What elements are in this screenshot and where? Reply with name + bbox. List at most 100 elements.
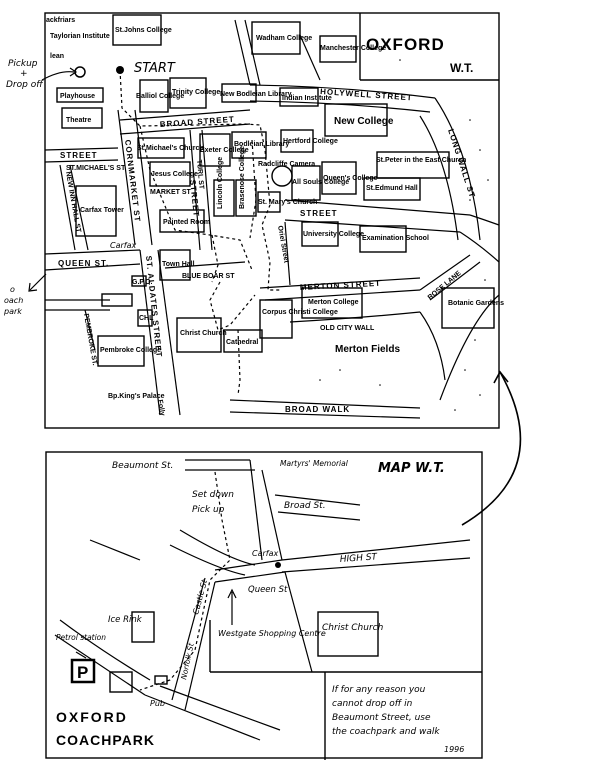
connector-arrow-icon <box>461 371 522 526</box>
buildings <box>56 14 495 367</box>
label-playhouse: Playhouse <box>60 93 95 100</box>
map-subtitle: W.T. <box>450 61 473 75</box>
label-st-edmund: St.Edmund Hall <box>366 185 418 192</box>
label-st-marys: St. Mary's Church <box>258 199 317 206</box>
street-turl: TURL ST <box>195 160 205 191</box>
label-manchester: Manchester College <box>320 45 386 52</box>
lower-broad: Broad St. <box>284 501 326 511</box>
label-exam-school: Examination School <box>362 235 429 242</box>
petrol-pointer <box>75 651 87 659</box>
lower-set-down: Set down <box>192 490 234 500</box>
label-cathedral: Cathedral <box>226 339 258 346</box>
note-year: 1996 <box>444 745 464 754</box>
lower-westgate: Westgate Shopping Centre <box>218 629 326 638</box>
note-plus: + <box>20 69 28 79</box>
label-exeter: Exeter College <box>200 147 249 154</box>
street-st-michaels: ST.MICHAEL'S ST <box>66 165 126 172</box>
start-label: START <box>134 61 176 76</box>
label-corpus: Corpus Christi College <box>262 309 338 316</box>
label-chl: CHL <box>139 315 154 322</box>
lower-high: HIGH ST <box>340 552 379 565</box>
label-blackfriars: ackfriars <box>46 17 75 24</box>
label-pembroke: Pembroke College <box>100 347 161 354</box>
ice-rink-block <box>131 611 155 643</box>
lower-coachpark-1: OXFORD <box>56 709 128 725</box>
lower-map-title: MAP W.T. <box>378 461 445 476</box>
label-wadham: Wadham College <box>256 35 312 42</box>
street-old-city-wall: OLD CITY WALL <box>320 325 375 332</box>
note-coach: oach <box>4 296 23 305</box>
lower-ice-rink: Ice Rink <box>108 615 143 625</box>
street-holywell: HOLYWELL STREET <box>320 87 413 102</box>
label-balliol: Balliol College <box>136 93 184 100</box>
drop-off-note: If for any reason you cannot drop off in… <box>332 685 464 754</box>
lower-labels: Beaumont St. Martyrs' Memorial Broad St.… <box>56 459 384 748</box>
label-carfax-tower: Carfax Tower <box>80 207 124 214</box>
street-market: MARKET ST <box>150 189 192 196</box>
label-merton-fields: Merton Fields <box>335 344 400 355</box>
note-line-1: If for any reason you <box>332 685 426 695</box>
start-point-icon <box>116 66 124 74</box>
map-title: OXFORD <box>366 35 445 54</box>
street-left: STREET <box>60 151 98 160</box>
label-bodleian-new: New Bodleian Library <box>220 91 292 98</box>
coachpark-block <box>109 671 133 693</box>
note-line-4: the coachpark and walk <box>332 727 440 737</box>
label-queens: Queen's College <box>323 175 378 182</box>
lower-christ-church: Christ Church <box>322 623 384 633</box>
pub-block <box>154 675 168 685</box>
label-university: University College <box>303 231 364 238</box>
street-castle: STREET <box>188 179 201 217</box>
street-pembroke: PEMBROKE ST. <box>82 313 98 366</box>
title-box: OXFORD W.T. <box>359 13 499 81</box>
label-st-michaels-church: St.Michael's Church <box>137 145 204 152</box>
note-pickup: Pickup <box>8 59 38 69</box>
label-all-souls: All Souls College <box>292 179 349 186</box>
lower-roads <box>54 459 471 741</box>
label-bp-kings: Bp.King's Palace <box>108 393 165 400</box>
label-gpo: G.P.O. <box>132 279 153 286</box>
street-blue-boar: BLUE BOAR ST <box>182 273 235 280</box>
lower-map-frame <box>45 451 483 759</box>
street-high: STREET <box>300 209 338 218</box>
label-brasenose: Brasenose College <box>239 146 246 209</box>
parking-icon: P <box>77 663 88 682</box>
note-line-2: cannot drop off in <box>332 699 413 709</box>
lower-map: MAP W.T. <box>45 451 483 760</box>
label-lincoln: Lincoln College <box>217 157 224 209</box>
label-botanic: Botanic Gardens <box>448 300 504 307</box>
lower-walking-route <box>139 471 231 691</box>
label-theatre: Theatre <box>66 117 91 124</box>
label-merton-college: Merton College <box>308 299 359 306</box>
parking-sign <box>70 658 96 684</box>
label-jesus: Jesus College <box>151 171 198 178</box>
label-st-peter: St.Peter in the East Church <box>376 157 466 164</box>
label-new-college: New College <box>334 116 394 127</box>
label-indian: Indian Institute <box>282 95 332 102</box>
label-painted-room: Painted Room <box>163 219 210 226</box>
label-trinity: Trinity College <box>172 89 220 96</box>
street-broad: BROAD STREET <box>160 115 236 129</box>
lower-pick-up: Pick up <box>192 505 225 515</box>
lower-petrol: Petrol station <box>56 633 106 642</box>
street-oriel: Oriel Street <box>276 225 290 264</box>
note-arrow-icon <box>41 71 75 81</box>
note-to: o <box>10 285 15 294</box>
label-christ-church: Christ Church <box>180 330 227 337</box>
street-queen: QUEEN ST. <box>58 259 109 268</box>
coachpark-arrow-icon <box>29 273 47 291</box>
christ-church-block <box>317 611 379 657</box>
margin-notes: Pickup + Drop off o oach park <box>3 59 78 316</box>
note-line-3: Beaumont Street, use <box>332 713 431 723</box>
carfax-marker-icon <box>275 562 281 568</box>
lower-pub: Pub <box>150 699 165 708</box>
lower-beaumont: Beaumont St. <box>112 461 173 471</box>
label-town-hall: Town Hall <box>162 261 195 268</box>
note-park: park <box>3 307 22 316</box>
lower-carfax: Carfax <box>252 549 278 558</box>
parkland-texture <box>319 39 489 411</box>
street-merton: MERTON STREET <box>300 279 382 292</box>
building-labels: ackfriars Taylorian Institute lean St.Jo… <box>46 17 504 400</box>
label-st-johns: St.Johns College <box>115 27 172 34</box>
